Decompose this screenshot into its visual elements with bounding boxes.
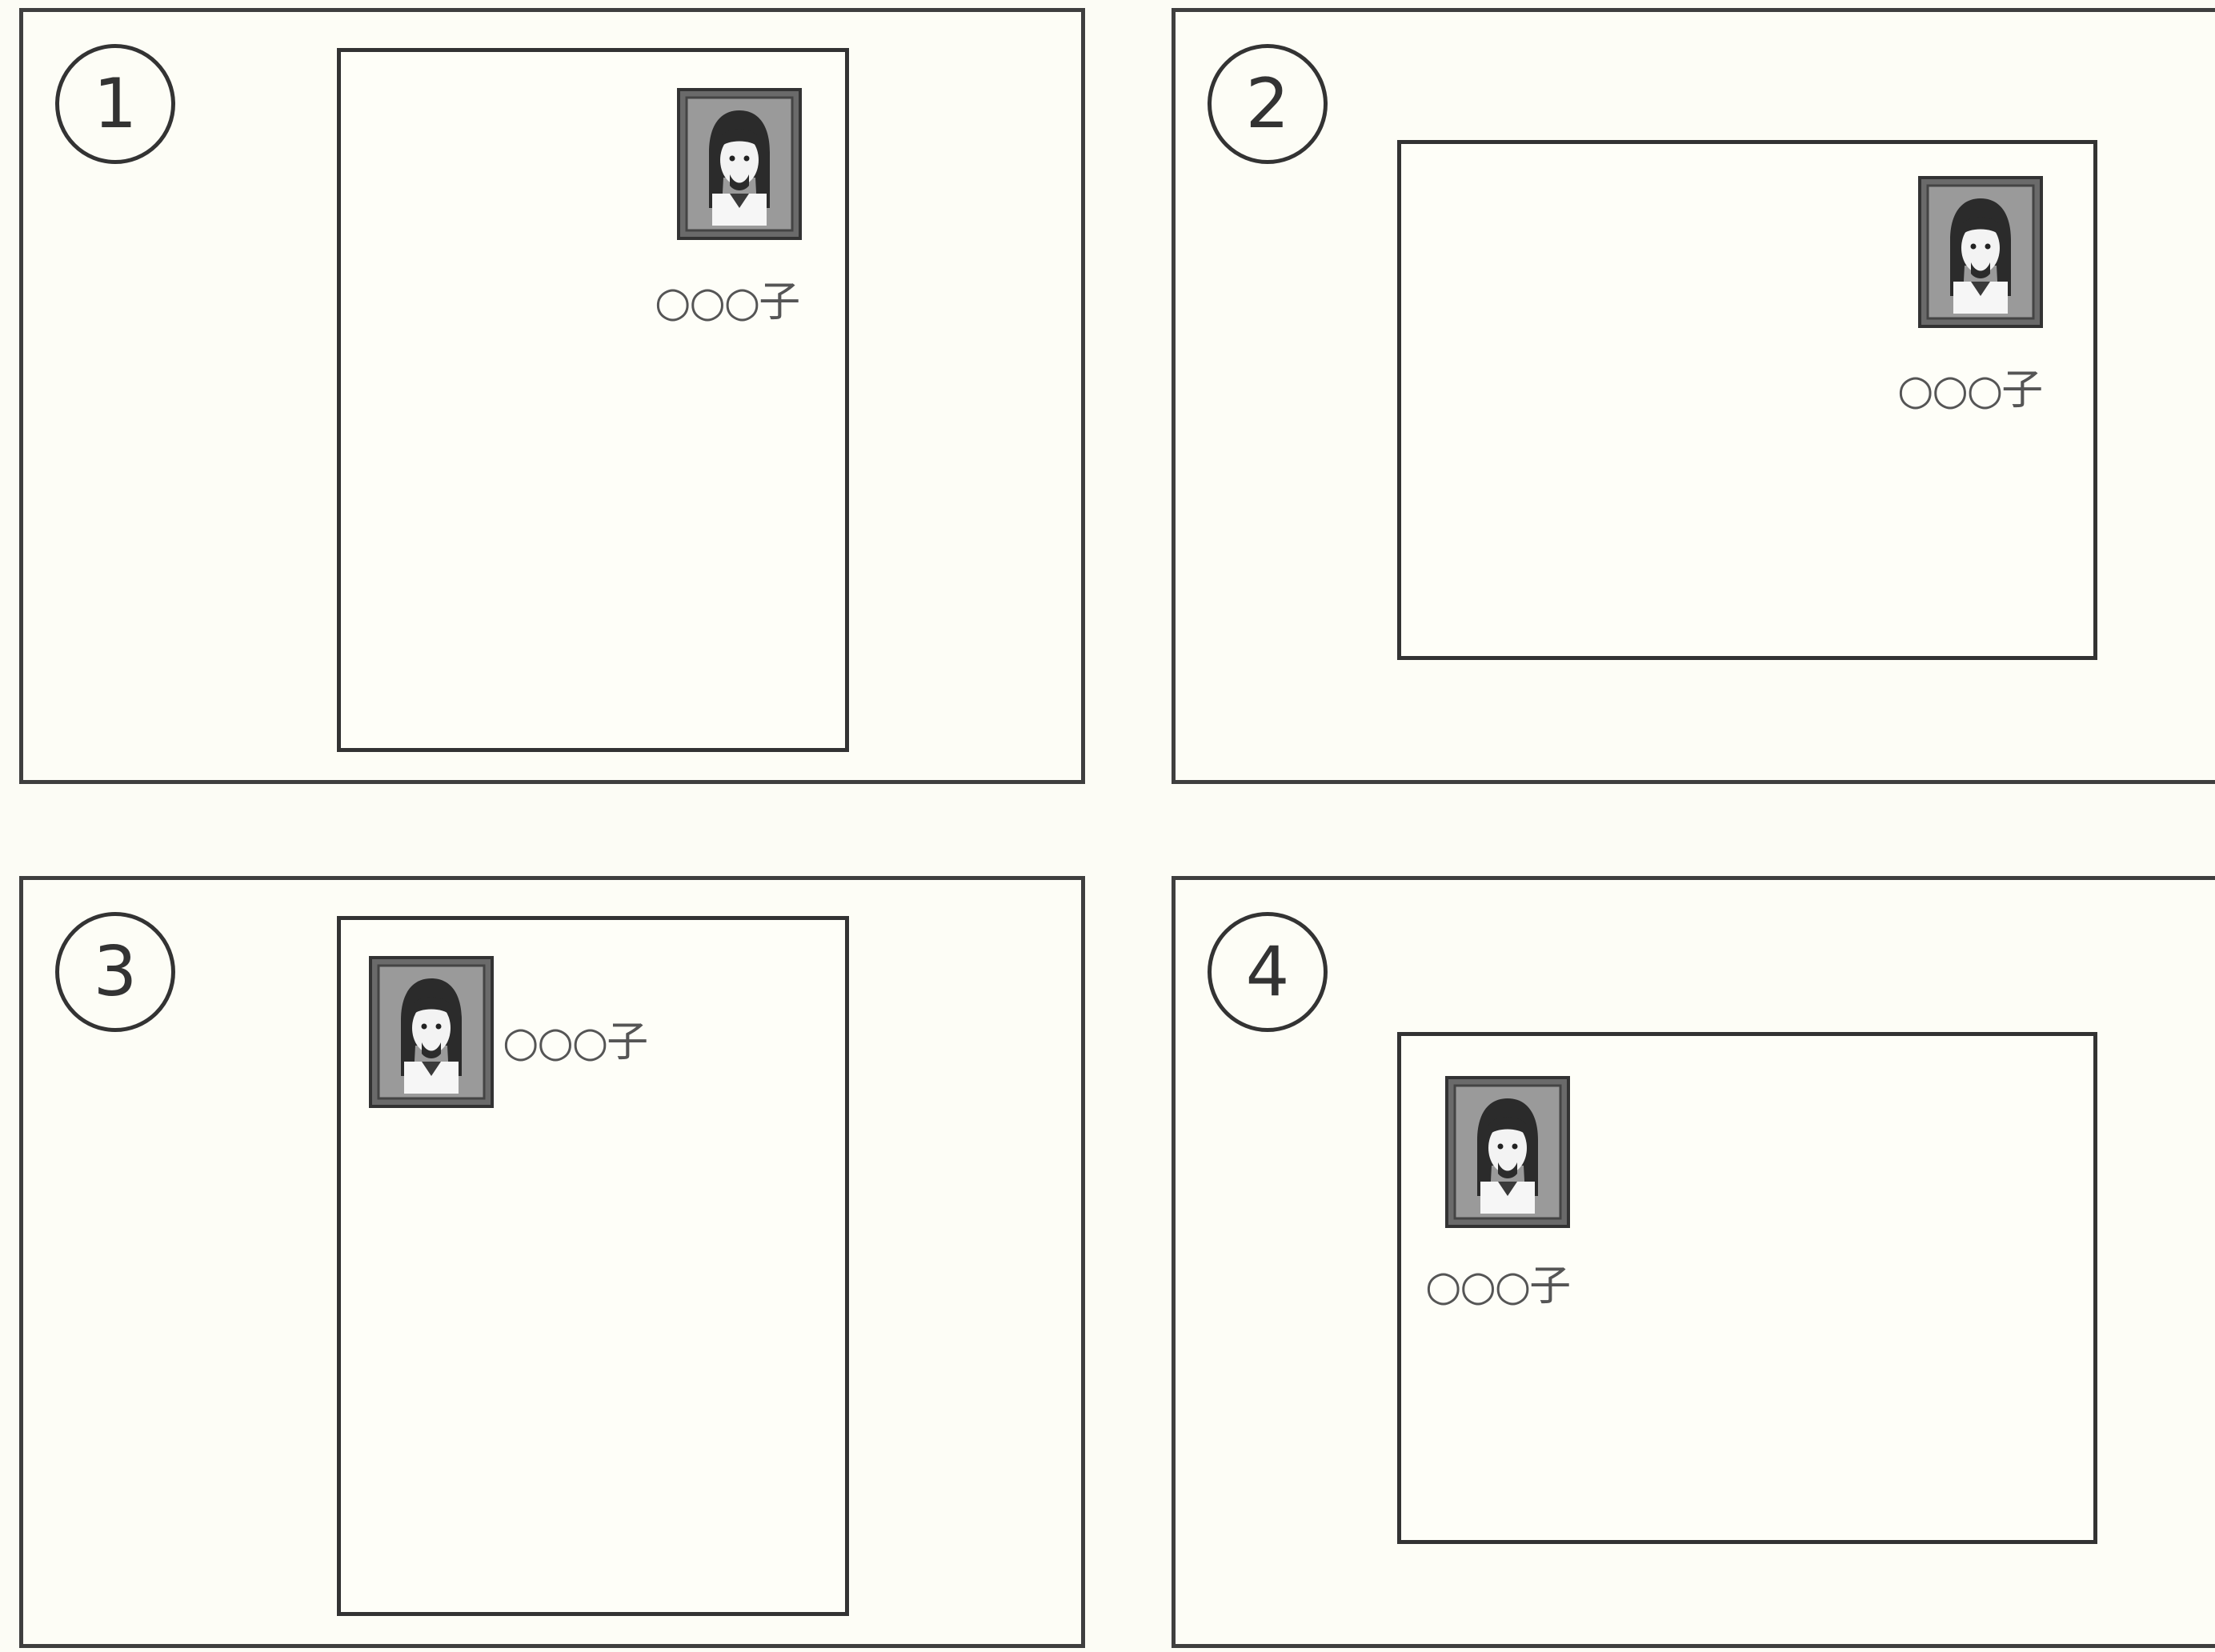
name-label-3: ○○○子 — [503, 1008, 647, 1068]
panel-2: 2 ○○○子 — [1172, 8, 2215, 784]
portrait-photo-icon — [1918, 176, 2043, 328]
panel-3: 3 ○○○子 — [19, 876, 1085, 1648]
name-label-1: ○○○子 — [655, 268, 799, 328]
portrait-photo-icon — [677, 88, 802, 240]
name-label-4: ○○○子 — [1425, 1252, 1569, 1312]
panel-1: 1 ○○○子 — [19, 8, 1085, 784]
portrait-document-3: ○○○子 — [337, 916, 849, 1616]
panel-4: 4 ○○○子 — [1172, 876, 2215, 1648]
portrait-photo-icon — [1445, 1076, 1570, 1228]
landscape-document-2: ○○○子 — [1397, 140, 2097, 660]
panel-number-1: 1 — [55, 44, 175, 164]
panel-number-2: 2 — [1208, 44, 1328, 164]
portrait-document-1: ○○○子 — [337, 48, 849, 752]
panel-number-4: 4 — [1208, 912, 1328, 1032]
portrait-photo-icon — [369, 956, 494, 1108]
name-label-2: ○○○子 — [1897, 356, 2041, 416]
panel-number-3: 3 — [55, 912, 175, 1032]
landscape-document-4: ○○○子 — [1397, 1032, 2097, 1544]
